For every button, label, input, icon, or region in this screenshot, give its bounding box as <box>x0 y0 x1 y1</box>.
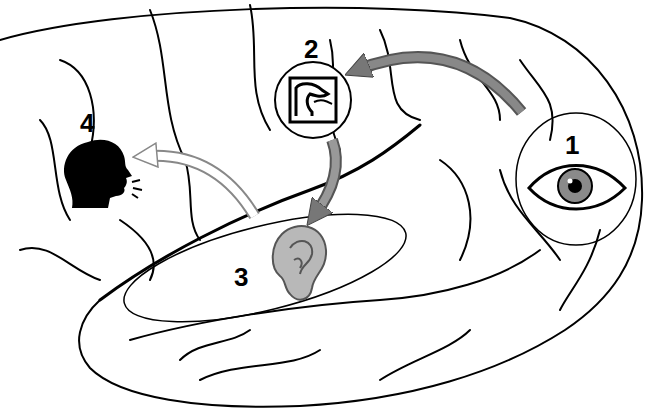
callout-number: 1 <box>565 132 579 158</box>
sulcus <box>180 330 470 380</box>
broca-region: 4 <box>58 110 144 210</box>
wernicke-area <box>114 192 416 344</box>
flow-arrow <box>314 140 336 216</box>
callout-number: 3 <box>234 264 248 290</box>
sylvian-fissure <box>100 125 420 300</box>
temporal-sulcus <box>130 250 540 340</box>
flow-arrow <box>144 156 255 216</box>
sulcus <box>380 30 553 140</box>
wernicke-region: 3 <box>230 216 332 304</box>
sulcus <box>440 160 600 310</box>
angular-gyrus-region: 2 <box>270 36 356 140</box>
icon-symbol <box>58 110 144 210</box>
sulcus <box>150 10 200 240</box>
brain-outline <box>0 8 642 407</box>
sulcus <box>250 5 270 130</box>
icon-symbol <box>230 216 332 304</box>
flow-arrow <box>356 57 522 112</box>
callout-number: 2 <box>304 36 318 62</box>
callout-number: 4 <box>80 110 94 136</box>
eye-region: 1 <box>515 112 637 246</box>
